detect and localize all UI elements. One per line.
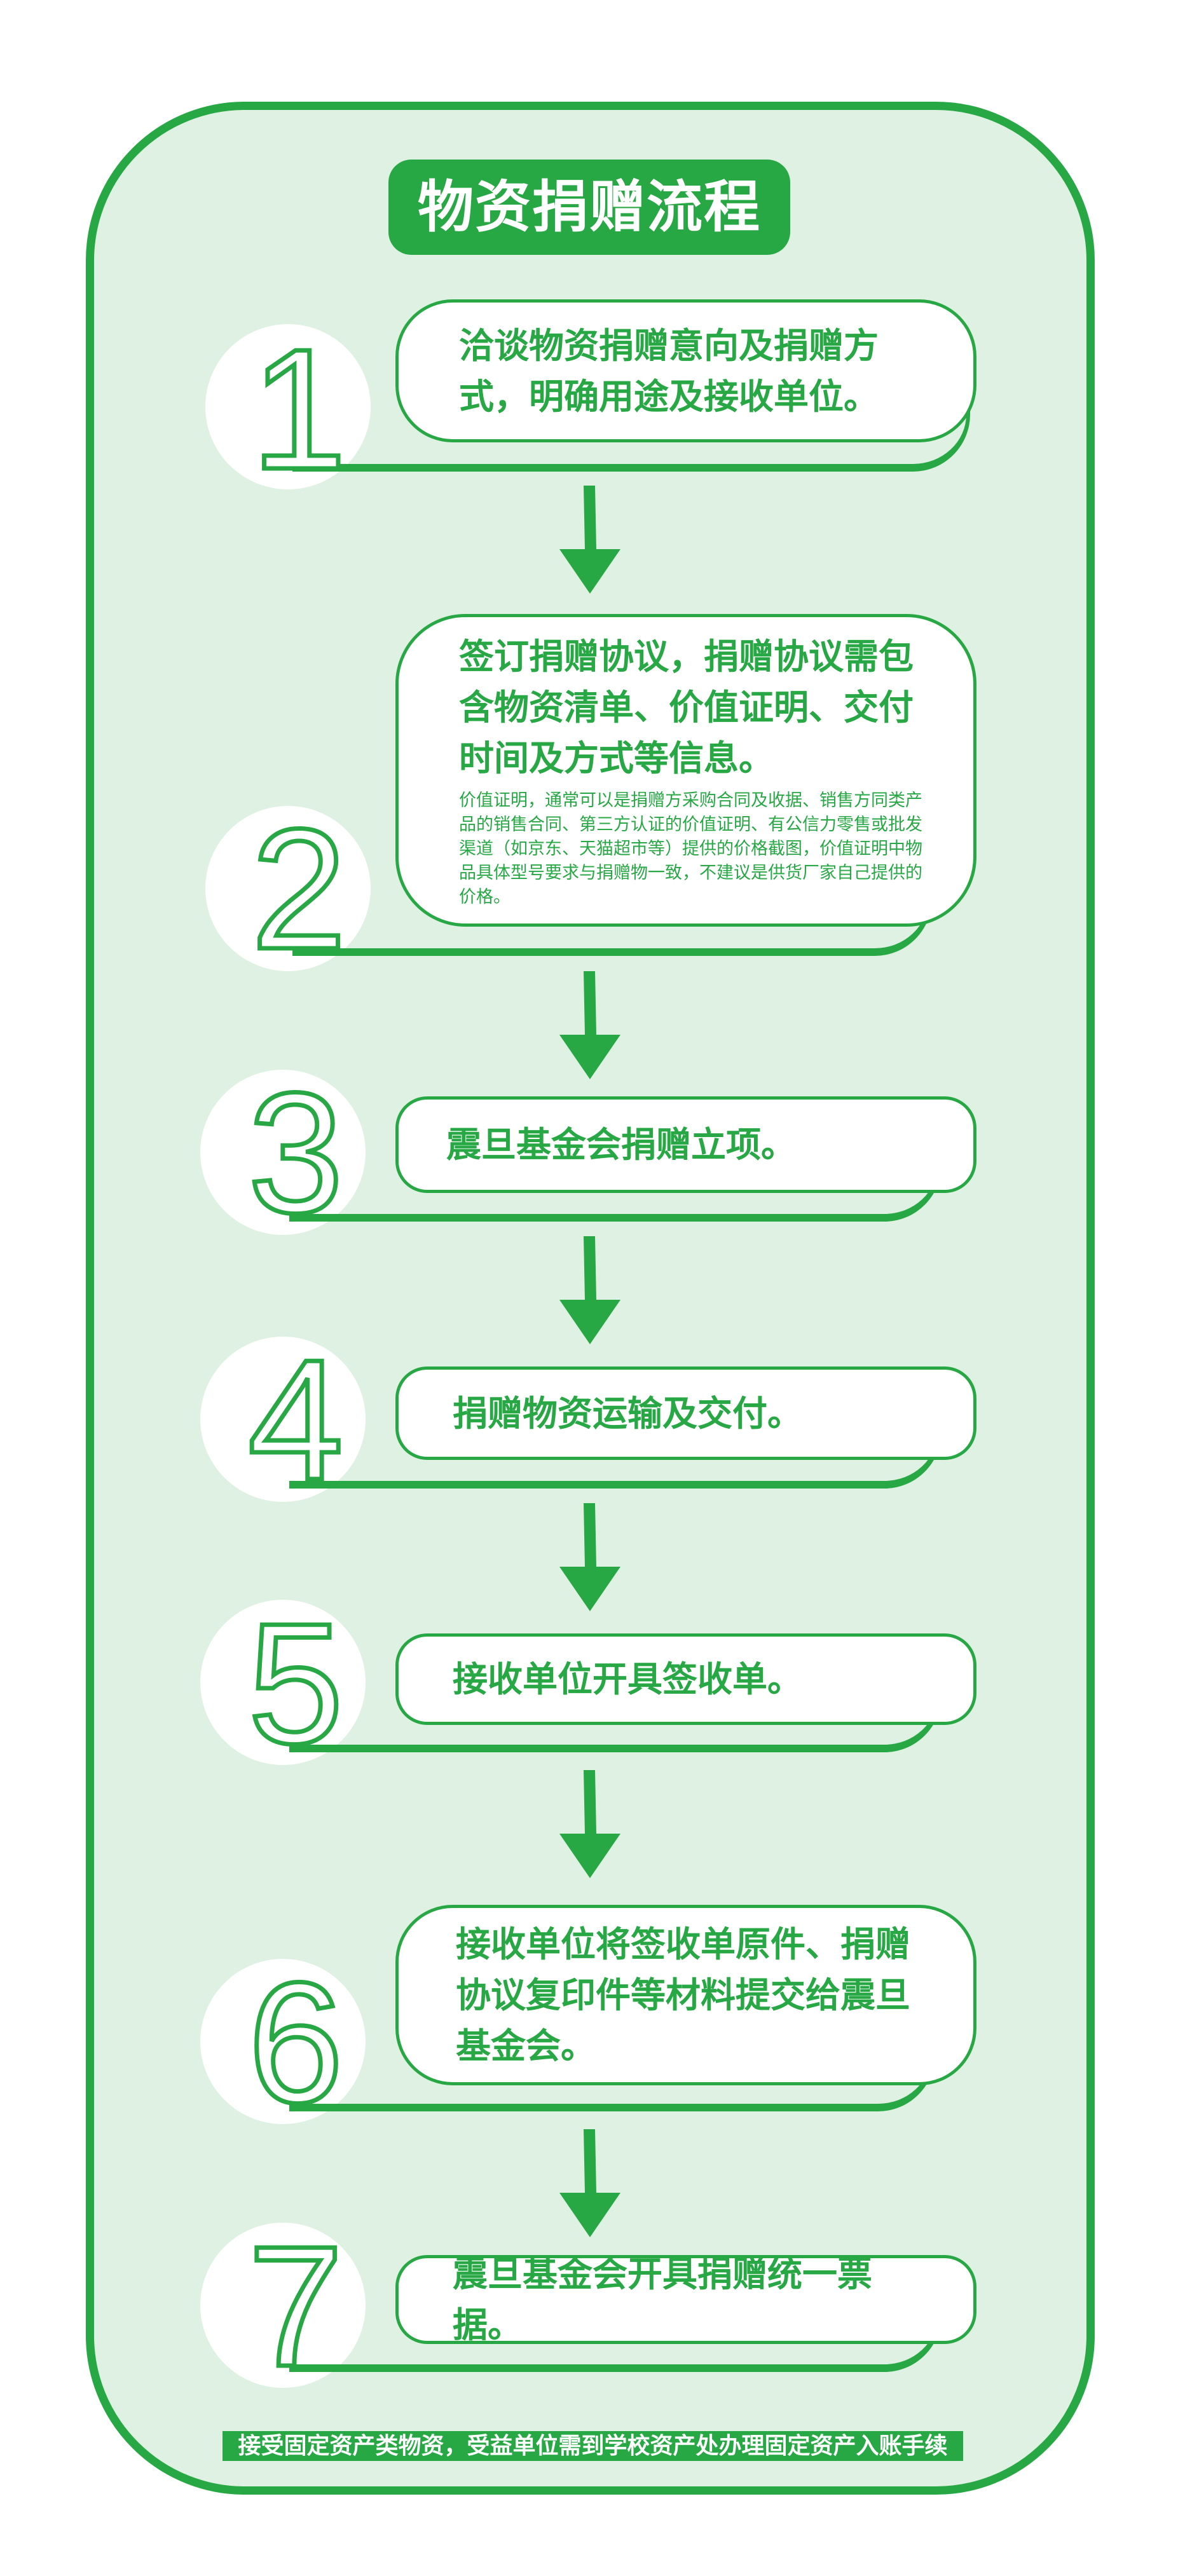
step-box: 洽谈物资捐赠意向及捐赠方式，明确用途及接收单位。 <box>395 299 976 442</box>
step-box: 捐赠物资运输及交付。 <box>395 1366 976 1460</box>
arrow-down-icon <box>559 1503 620 1611</box>
step-text: 签订捐赠协议，捐赠协议需包含物资清单、价值证明、交付时间及方式等信息。 <box>459 636 914 779</box>
page-title: 物资捐赠流程 <box>388 160 790 255</box>
step-number: 3 <box>245 1058 345 1249</box>
arrow-down-icon <box>559 486 620 594</box>
step-text: 接收单位将签收单原件、捐赠协议复印件等材料提交给震旦基金会。 <box>456 1924 911 2066</box>
footer-note: 接受固定资产类物资，受益单位需到学校资产处办理固定资产入账手续 <box>223 2431 963 2461</box>
step-box: 震旦基金会开具捐赠统一票据。 <box>395 2254 976 2345</box>
step-text: 震旦基金会捐赠立项。 <box>446 1124 797 1165</box>
step-text: 接收单位开具签收单。 <box>453 1659 803 1700</box>
step-number: 4 <box>245 1325 345 1516</box>
step-number: 2 <box>249 794 348 985</box>
step-box: 震旦基金会捐赠立项。 <box>395 1096 976 1193</box>
arrow-down-icon <box>559 1770 620 1878</box>
step-number: 5 <box>245 1588 345 1780</box>
step-number: 1 <box>249 314 348 505</box>
step-text: 震旦基金会开具捐赠统一票据。 <box>453 2254 873 2345</box>
arrow-down-icon <box>559 1236 620 1344</box>
step-text: 洽谈物资捐赠意向及捐赠方式，明确用途及接收单位。 <box>459 325 879 417</box>
step-box: 签订捐赠协议，捐赠协议需包含物资清单、价值证明、交付时间及方式等信息。 价值证明… <box>395 614 976 927</box>
step-box: 接收单位开具签收单。 <box>395 1633 976 1725</box>
step-note: 价值证明，通常可以是捐赠方采购合同及收据、销售方同类产品的销售合同、第三方认证的… <box>459 791 922 907</box>
step-box: 接收单位将签收单原件、捐赠协议复印件等材料提交给震旦基金会。 <box>395 1905 976 2085</box>
step-text: 捐赠物资运输及交付。 <box>453 1393 803 1434</box>
arrow-down-icon <box>559 2129 620 2237</box>
step-number: 7 <box>245 2211 345 2402</box>
step-number: 6 <box>245 1947 345 2139</box>
arrow-down-icon <box>559 971 620 1079</box>
